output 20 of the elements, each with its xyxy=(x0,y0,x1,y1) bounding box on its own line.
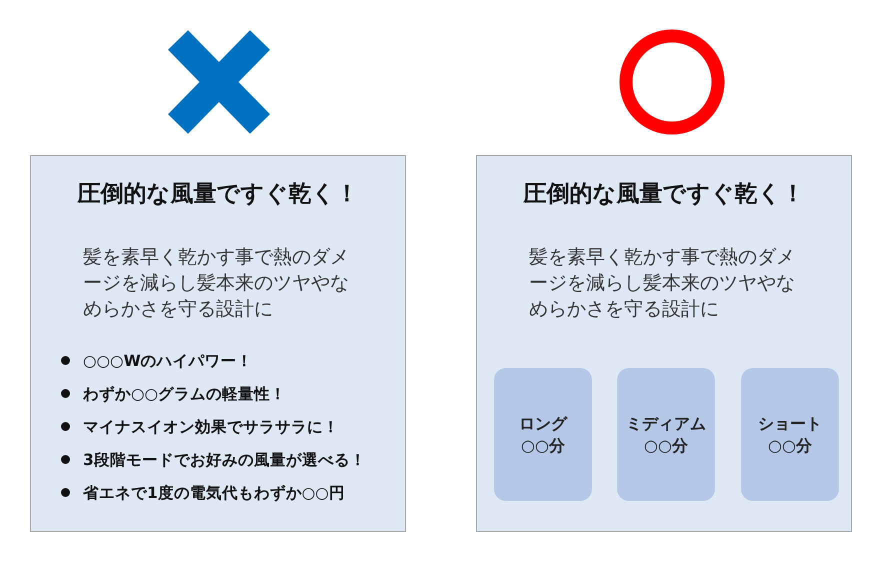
panel-card xyxy=(476,155,852,532)
feature-item: ○○○Wのハイパワー！ xyxy=(59,350,366,383)
description-text: 髪を素早く乾かす事で熱のダメージを減らし髪本来のツヤやなめらかさを守る設計に xyxy=(529,245,796,322)
feature-item: わずか○○グラムの軽量性！ xyxy=(59,383,366,416)
time-value: ○○分 xyxy=(521,434,565,456)
time-card xyxy=(741,368,839,501)
hair-length-label: ショート xyxy=(758,412,822,434)
panel-heading: 圧倒的な風量ですぐ乾く！ xyxy=(522,180,806,209)
time-card xyxy=(617,368,715,501)
hair-length-label: ロング xyxy=(519,412,567,434)
hair-length-label: ミディアム xyxy=(626,412,706,434)
feature-item: マイナスイオン効果でサラサラに！ xyxy=(59,416,366,449)
time-card xyxy=(494,368,592,501)
panel-heading: 圧倒的な風量ですぐ乾く！ xyxy=(76,180,360,209)
time-value: ○○分 xyxy=(644,434,688,456)
time-value: ○○分 xyxy=(768,434,812,456)
description-text: 髪を素早く乾かす事で熱のダメージを減らし髪本来のツヤやなめらかさを守る設計に xyxy=(83,245,350,322)
panel-card xyxy=(30,155,406,532)
feature-item: 3段階モードでお好みの風量が選べる！ xyxy=(59,449,366,482)
feature-item: 省エネで1度の電気代もわずか○○円 xyxy=(59,482,366,515)
